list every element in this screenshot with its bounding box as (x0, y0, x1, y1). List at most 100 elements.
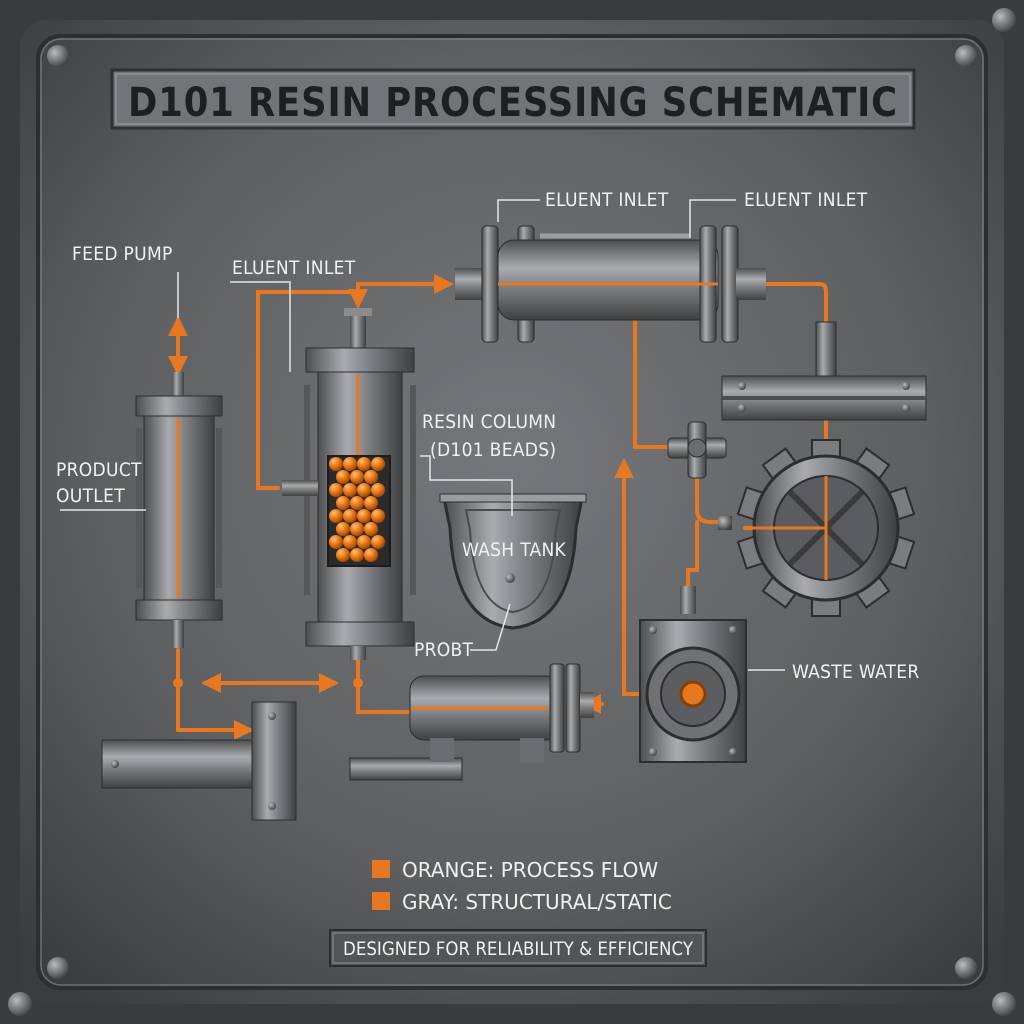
side-rod (410, 385, 416, 595)
resin-bead (336, 522, 350, 536)
label-eluent-inlet-top-right: ELUENT INLET (744, 189, 868, 211)
bottom-flange (135, 599, 223, 621)
bottom-nozzle (350, 646, 366, 660)
support-leg (520, 738, 544, 762)
resin-bead (357, 483, 371, 497)
d101-beads (329, 457, 385, 562)
exchanger-shell (497, 239, 719, 321)
resin-bead (343, 509, 357, 523)
leader-probt (470, 603, 511, 651)
bolt-icon (902, 404, 910, 412)
page-title: D101 RESIN PROCESSING SCHEMATIC (128, 80, 898, 126)
left-flange (481, 225, 499, 343)
label-eluent-inlet-top-left: ELUENT INLET (545, 189, 669, 211)
resin-bead (350, 548, 364, 562)
waste-pump (639, 619, 747, 763)
resin-bead (364, 522, 378, 536)
flange (549, 663, 565, 753)
valve-to-gear-flow (695, 468, 722, 524)
resin-bead (364, 548, 378, 562)
bolt-icon (729, 626, 737, 634)
resin-bead (357, 509, 371, 523)
resin-bead (350, 496, 364, 510)
right-down-flow (633, 288, 677, 449)
label-product-outlet-2: OUTLET (56, 485, 125, 507)
legend-label-static: GRAY: STRUCTURAL/STATIC (402, 890, 672, 914)
leader-eluent-inlet-3 (230, 281, 291, 372)
side-rod (216, 428, 222, 588)
title-plate-inner (115, 73, 911, 125)
bolt-icon (8, 992, 32, 1016)
top-flange (305, 347, 415, 373)
label-product-outlet: PRODUCT (56, 459, 142, 481)
leader-resin-column (420, 455, 513, 516)
resin-bead (371, 535, 385, 549)
bolt-icon (47, 957, 69, 979)
resin-bead (364, 470, 378, 484)
leader-eluent-inlet-1 (497, 199, 540, 222)
bottom-left-bracket (101, 701, 297, 821)
resin-bead (329, 535, 343, 549)
resin-bead (357, 535, 371, 549)
title-plate-frame (110, 68, 916, 130)
bolt-icon (649, 748, 657, 756)
resin-bead (371, 457, 385, 471)
bolt-icon (992, 992, 1016, 1016)
legend: ORANGE: PROCESS FLOW GRAY: STRUCTURAL/ST… (372, 858, 672, 914)
resin-bead (343, 483, 357, 497)
resin-bead (336, 470, 350, 484)
legend-swatch-static (372, 892, 390, 910)
tank-inner (464, 509, 562, 614)
callout-leaders (60, 199, 785, 671)
top-flange (135, 395, 223, 417)
resin-bead (364, 496, 378, 510)
resin-bead (336, 548, 350, 562)
resin-to-exchanger-flow (356, 653, 412, 714)
resin-bead (336, 496, 350, 510)
resin-bead (329, 457, 343, 471)
footer-tagline: DESIGNED FOR RELIABILITY & EFFICIENCY (343, 938, 693, 960)
resin-bead (357, 457, 371, 471)
left-end-cap (455, 268, 485, 300)
resin-bead (329, 483, 343, 497)
bolt-icon (955, 45, 977, 67)
label-resin-column-sub: (D101 BEADS) (430, 439, 556, 461)
label-eluent-inlet-mid: ELUENT INLET (232, 257, 356, 279)
bolt-icon (738, 404, 746, 412)
pump-return-flow (614, 458, 642, 696)
cross-valve (667, 421, 732, 614)
bolt-icon (268, 712, 276, 720)
right-bracket (721, 321, 927, 421)
right-flange-2 (721, 225, 739, 343)
footer-frame (329, 929, 707, 967)
side-inlet-pipe (282, 480, 318, 496)
tank-port (505, 573, 515, 583)
resin-bead (343, 457, 357, 471)
corner-bolts (8, 8, 1016, 1016)
bolt-icon (111, 760, 119, 768)
label-probt: PROBT (414, 639, 474, 661)
resin-bead (343, 535, 357, 549)
bottom-flange (305, 621, 415, 647)
bolt-icon (268, 802, 276, 810)
right-top-flow (763, 282, 828, 332)
bracket-post (251, 701, 297, 821)
leader-eluent-inlet-2 (689, 199, 736, 238)
bolt-icon (47, 45, 69, 67)
bracket-valve (815, 321, 837, 377)
valve-to-pump-flow (686, 520, 699, 592)
bottom-nozzle (172, 620, 184, 648)
bolt-icon (992, 8, 1016, 32)
footer-inner (332, 932, 704, 964)
bolt-icon (902, 382, 910, 390)
lower-exchanger (349, 663, 594, 781)
resin-bead (371, 509, 385, 523)
panel-border (36, 34, 988, 990)
bolt-icon (649, 626, 657, 634)
outlet-nozzle (580, 692, 594, 718)
top-valve-cap (344, 308, 372, 316)
resin-bead (350, 522, 364, 536)
pump-impeller-icon (679, 680, 707, 708)
